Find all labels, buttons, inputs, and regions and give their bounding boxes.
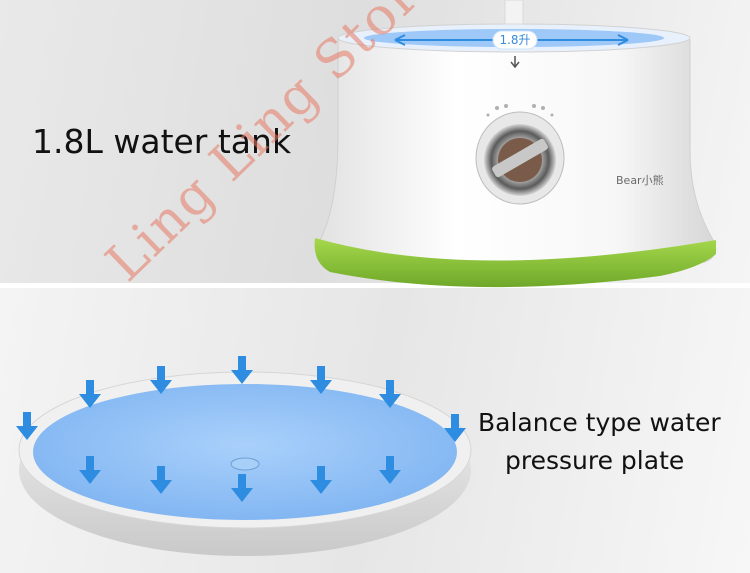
down-arrow-icon	[150, 366, 172, 394]
pressure-plate-caption-line-2: pressure plate	[505, 446, 685, 475]
down-arrow-icon	[150, 466, 172, 494]
panel-divider	[0, 283, 750, 288]
down-arrow-icon	[79, 380, 101, 408]
down-arrow-icon	[16, 412, 38, 440]
down-arrow-icon	[310, 466, 332, 494]
down-arrow-icon	[379, 456, 401, 484]
capacity-marking: 1.8升	[499, 33, 530, 47]
down-arrow-icon	[79, 456, 101, 484]
brand-marking: Bear小熊	[616, 173, 664, 187]
down-arrow-icon	[310, 366, 332, 394]
down-arrow-icon	[444, 414, 466, 442]
down-arrow-icon	[379, 380, 401, 408]
control-indicator-dots	[486, 104, 554, 117]
control-knob	[475, 111, 565, 205]
down-arrow-icon	[231, 474, 253, 502]
pressure-arrows	[16, 356, 466, 502]
pressure-plate	[18, 371, 472, 556]
water-tank-caption: 1.8L water tank	[32, 122, 292, 161]
water-tank: 1.8升 Bear小熊	[314, 0, 717, 288]
down-arrow-icon	[231, 356, 253, 384]
pressure-plate-caption-line-1: Balance type water	[478, 408, 721, 437]
